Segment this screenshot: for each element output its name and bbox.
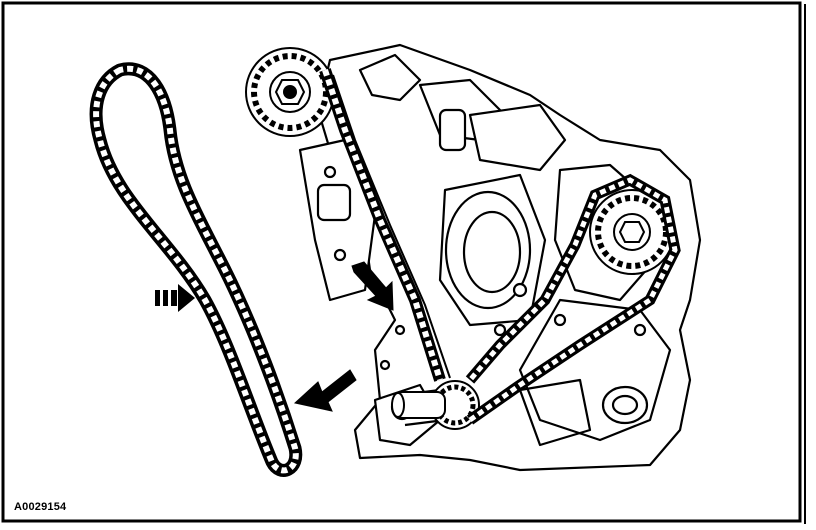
- upper-left-sprocket: [245, 47, 335, 137]
- figure-id-label: A0029154: [14, 501, 67, 513]
- crank-sprocket: [391, 380, 480, 430]
- upper-right-sprocket: [589, 189, 675, 275]
- loose-timing-chain: [89, 62, 303, 477]
- pointer-arrow-engine-icon: [351, 261, 394, 311]
- engine-timing-chain: [319, 68, 681, 425]
- pointer-arrow-chain-icon: [293, 369, 357, 412]
- direction-arrow-icon: [155, 284, 195, 312]
